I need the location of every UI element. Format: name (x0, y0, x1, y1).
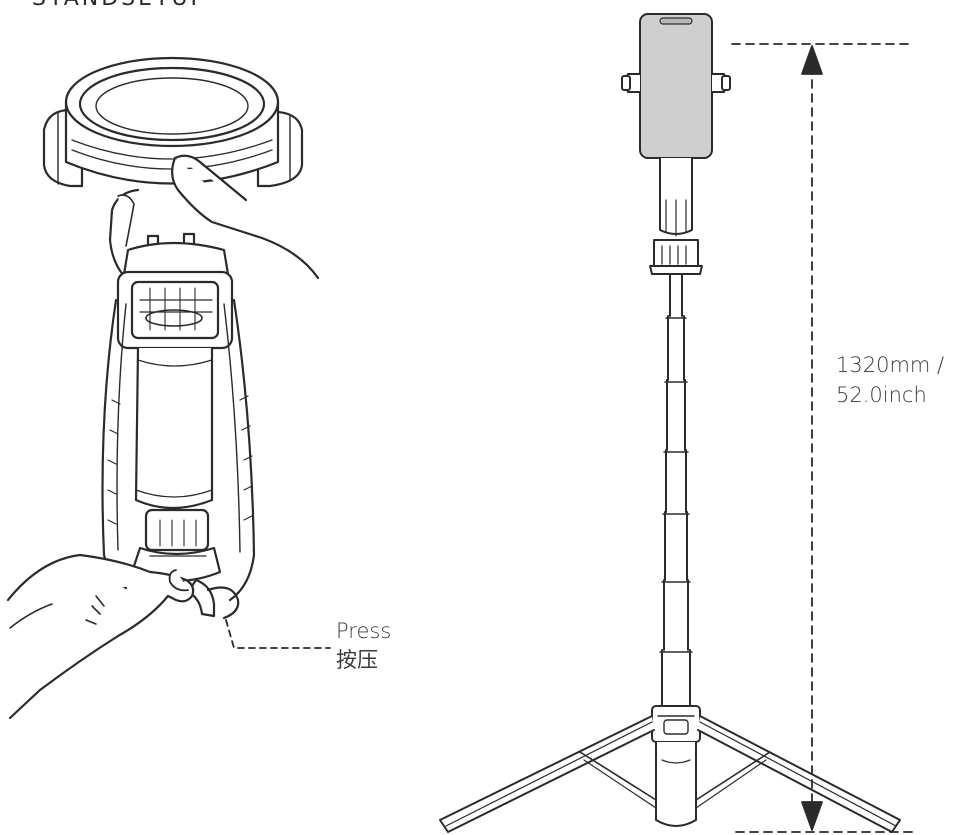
telescopic-pole (659, 273, 693, 707)
height-label-mm: 1320mm / (836, 353, 945, 377)
tripod-legs (439, 715, 901, 833)
selfie-stick-handheld-icon (6, 56, 331, 720)
upper-hand (108, 154, 320, 280)
round-mount-head (42, 56, 304, 188)
press-label: Press 按压 (336, 617, 391, 675)
tripod-hub (651, 705, 701, 827)
phone-icon (621, 13, 731, 159)
tripod-stand-icon (439, 13, 913, 833)
arrow-down-icon (801, 801, 823, 831)
height-label: 1320mm / 52.0inch (836, 350, 944, 410)
holder-head (649, 157, 703, 275)
lower-hand (6, 553, 195, 720)
arrow-up-icon (801, 45, 823, 75)
press-label-en: Press (336, 619, 392, 643)
press-callout-line (225, 619, 331, 649)
height-label-inch: 52.0inch (836, 383, 927, 407)
cropped-header-text: STANDSETUP (32, 0, 207, 11)
height-dimension (731, 43, 913, 833)
stick-body (101, 232, 256, 620)
press-label-cn: 按压 (336, 648, 378, 672)
